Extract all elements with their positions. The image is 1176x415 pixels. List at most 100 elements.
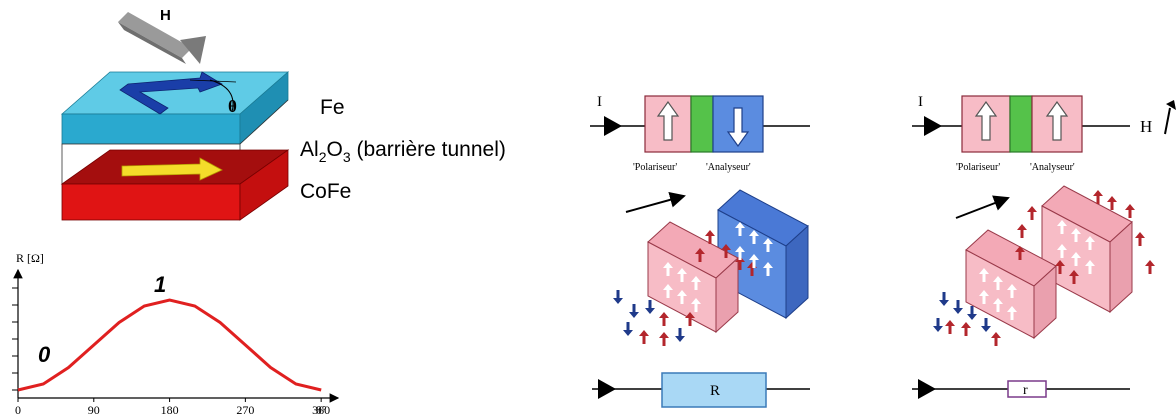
x-tick-label: 360	[312, 403, 330, 415]
spin-down-icon	[953, 300, 963, 314]
spin-down-icon	[629, 304, 639, 318]
plate-spin-icon	[1007, 306, 1017, 320]
plate-spin-icon	[663, 262, 673, 276]
x-tick-label: 270	[236, 403, 254, 415]
spin-up-icon	[685, 312, 695, 326]
resistor-high	[661, 372, 767, 408]
current-label: I	[597, 94, 602, 110]
spin-up-icon	[1107, 196, 1117, 210]
plate-spin-icon	[993, 298, 1003, 312]
parallel-panel: I H 'Polariseur' 'Analyseur' r	[912, 94, 1176, 399]
plate-spin-icon	[1057, 220, 1067, 234]
spin-up-icon	[1015, 246, 1025, 260]
plate-spin-icon	[979, 290, 989, 304]
polariser-plate	[647, 221, 739, 334]
plate-spin-icon	[1071, 252, 1081, 266]
field-label-right: H	[1140, 117, 1152, 136]
plate-spin-icon	[691, 276, 701, 290]
spin-up-icon	[1055, 260, 1065, 274]
spin-up-icon	[721, 244, 731, 258]
resistor-input-arrow	[598, 379, 616, 399]
field-arrow-right	[1164, 100, 1176, 135]
theta-label: θ	[228, 97, 237, 116]
plate-spin-icon	[1007, 284, 1017, 298]
label-cofe: CoFe	[300, 180, 351, 203]
input-arrow-right	[924, 116, 942, 136]
up-arrow-icon	[656, 100, 680, 141]
cofe-layer	[60, 149, 290, 221]
spin-up-icon	[705, 230, 715, 244]
spin-up-icon	[659, 332, 669, 346]
input-arrow	[604, 116, 622, 136]
spin-down-icon	[675, 328, 685, 342]
field-h-label: H	[160, 7, 171, 24]
x-tick-label: 90	[88, 403, 100, 415]
plate-spin-icon	[735, 222, 745, 236]
fe-magnetization-arrow	[119, 71, 223, 115]
plate-spin-icon	[1085, 236, 1095, 250]
plate-spin-icon	[749, 230, 759, 244]
y-axis-label: R [Ω]	[16, 251, 44, 265]
annotation-zero: 0	[38, 342, 51, 367]
up-arrow-icon-right-2	[1045, 100, 1069, 141]
spin-down-icon	[933, 318, 943, 332]
resistor-label-high: R	[710, 383, 720, 399]
spin-up-icon	[1017, 224, 1027, 238]
plate-spin-icon	[763, 262, 773, 276]
fe-layer	[60, 71, 290, 145]
plate-spin-icon	[691, 298, 701, 312]
spin-arrows	[613, 222, 773, 346]
spin-up-icon	[1125, 204, 1135, 218]
spin-down-icon	[623, 322, 633, 336]
analyser-label: 'Analyseur'	[706, 162, 751, 173]
analyser-label-right: 'Analyseur'	[1030, 162, 1075, 173]
label-fe: Fe	[320, 96, 345, 119]
plate-spin-icon	[677, 268, 687, 282]
x-axis-label: θ°	[316, 403, 327, 415]
resistance-curve	[17, 298, 322, 392]
plate-spin-icon	[1085, 260, 1095, 274]
spin-down-icon	[613, 290, 623, 304]
up-arrow-icon-right-1	[974, 100, 998, 141]
plate-spin-icon	[735, 246, 745, 260]
spin-down-icon	[939, 292, 949, 306]
spin-current-arrow	[625, 192, 686, 213]
spin-down-icon	[981, 318, 991, 332]
plate-spin-icon	[663, 284, 673, 298]
label-al2o3: Al2O3 (barrière tunnel)	[300, 138, 506, 165]
down-arrow-icon	[726, 107, 750, 148]
plate-spin-icon	[763, 238, 773, 252]
plate-spin-icon	[979, 268, 989, 282]
spin-current-arrow-right	[955, 195, 1010, 219]
field-h-arrow	[118, 12, 206, 64]
spin-up-icon	[1145, 260, 1155, 274]
cofe-magnetization-arrow	[121, 157, 223, 181]
plate-spin-icon	[1071, 228, 1081, 242]
polariser-label: 'Polariseur'	[633, 162, 677, 173]
tunnel-junction-stack: H θ Fe Al2O3 (barrière t	[60, 7, 506, 221]
resistor-label-low: r	[1023, 383, 1028, 398]
spin-up-icon	[695, 248, 705, 262]
spin-down-icon	[645, 300, 655, 314]
antiparallel-panel: I 'Polariseur' 'Analyseur' R	[590, 94, 810, 408]
plate-spin-icon	[1057, 244, 1067, 258]
spin-arrows-right	[933, 190, 1155, 346]
barrier-box-right	[1009, 95, 1033, 153]
plate-spin-icon	[677, 290, 687, 304]
annotation-one: 1	[154, 272, 166, 297]
x-tick-label: 180	[161, 403, 179, 415]
y-ticks	[12, 287, 18, 391]
spin-down-icon	[967, 306, 977, 320]
spin-up-icon	[945, 320, 955, 334]
spin-up-icon	[961, 322, 971, 336]
barrier-box	[690, 95, 714, 153]
spin-up-icon	[1093, 190, 1103, 204]
spin-up-icon	[639, 330, 649, 344]
resistor-low	[1007, 380, 1047, 398]
plate-spin-icon	[749, 254, 759, 268]
spin-up-icon	[1135, 232, 1145, 246]
spin-up-icon	[1069, 270, 1079, 284]
spin-up-icon	[1027, 206, 1037, 220]
spin-up-icon	[659, 312, 669, 326]
